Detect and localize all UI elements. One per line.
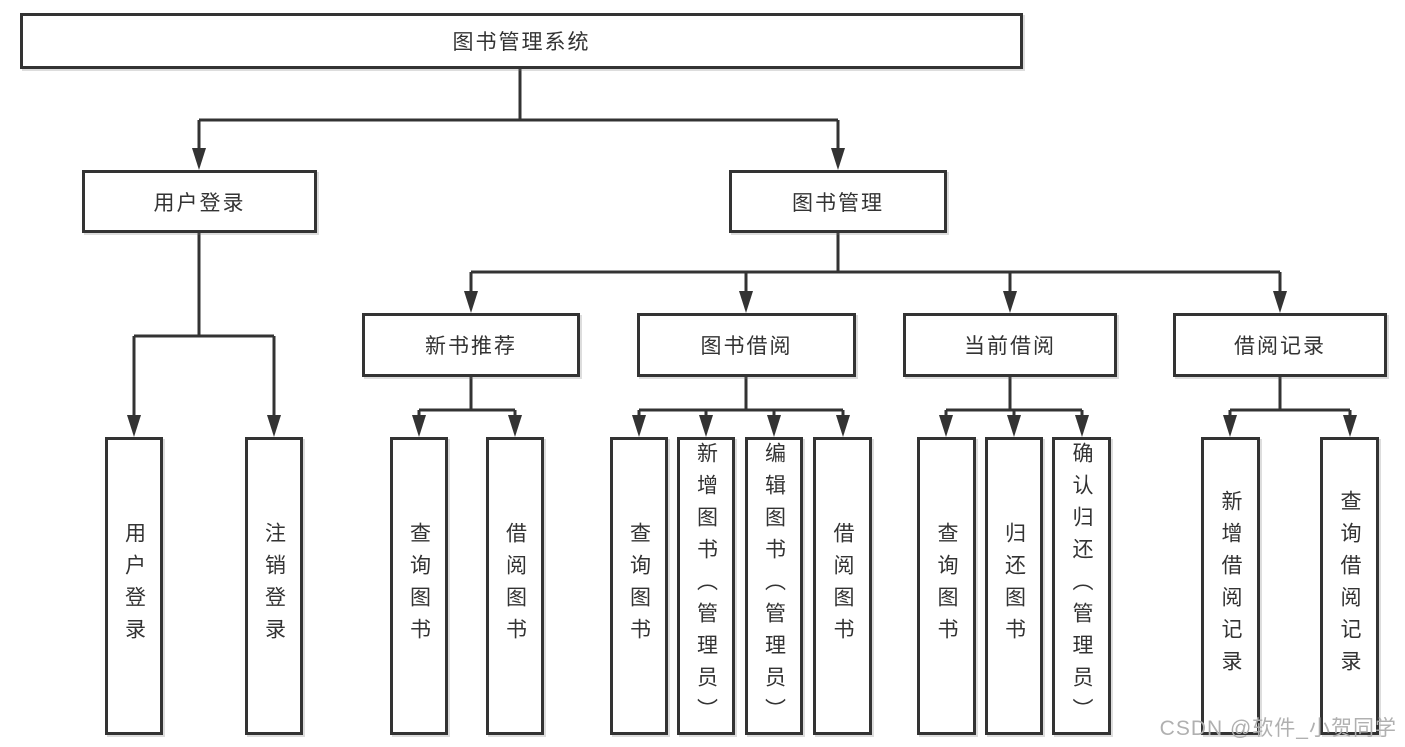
leaf-current-query-book: 查询图书 — [917, 437, 976, 735]
leaf-recommend-query-book-label: 查询图书 — [407, 522, 431, 650]
node-new-book-recommend: 新书推荐 — [362, 313, 580, 377]
leaf-add-book-admin-label: 新增图书（管理员） — [694, 442, 718, 730]
leaf-add-borrow-record-label: 新增借阅记录 — [1219, 490, 1242, 682]
node-current-borrow-label: 当前借阅 — [964, 335, 1056, 358]
leaf-recommend-borrow-book-label: 借阅图书 — [503, 522, 527, 650]
leaf-add-book-admin: 新增图书（管理员） — [677, 437, 735, 735]
node-root-label: 图书管理系统 — [452, 31, 591, 54]
leaf-borrow-query-book-label: 查询图书 — [627, 522, 651, 650]
leaf-return-book-label: 归还图书 — [1002, 522, 1026, 650]
leaf-confirm-return-admin-label: 确认归还（管理员） — [1070, 442, 1093, 730]
leaf-logout: 注销登录 — [245, 437, 303, 735]
leaf-borrow-query-book: 查询图书 — [610, 437, 668, 735]
leaf-recommend-query-book: 查询图书 — [390, 437, 448, 735]
watermark-text: CSDN @软件_小贺同学 — [1159, 717, 1397, 740]
leaf-borrow-book: 借阅图书 — [813, 437, 872, 735]
node-new-book-recommend-label: 新书推荐 — [425, 335, 517, 358]
leaf-edit-book-admin: 编辑图书（管理员） — [745, 437, 803, 735]
node-borrow-record: 借阅记录 — [1173, 313, 1387, 377]
leaf-borrow-book-label: 借阅图书 — [831, 522, 854, 650]
leaf-confirm-return-admin: 确认归还（管理员） — [1052, 437, 1111, 735]
leaf-return-book: 归还图书 — [985, 437, 1043, 735]
node-book-management: 图书管理 — [729, 170, 947, 233]
node-book-borrow: 图书借阅 — [637, 313, 856, 377]
node-borrow-record-label: 借阅记录 — [1234, 335, 1326, 358]
leaf-user-login-label: 用户登录 — [122, 522, 146, 650]
leaf-logout-label: 注销登录 — [262, 522, 286, 650]
leaf-edit-book-admin-label: 编辑图书（管理员） — [762, 442, 786, 730]
node-user-login-label: 用户登录 — [153, 191, 246, 215]
leaf-query-borrow-record: 查询借阅记录 — [1320, 437, 1379, 735]
node-current-borrow: 当前借阅 — [903, 313, 1117, 377]
node-book-borrow-label: 图书借阅 — [700, 335, 793, 358]
leaf-user-login: 用户登录 — [105, 437, 163, 735]
leaf-query-borrow-record-label: 查询借阅记录 — [1338, 490, 1361, 682]
leaf-add-borrow-record: 新增借阅记录 — [1201, 437, 1260, 735]
node-root: 图书管理系统 — [20, 13, 1023, 69]
node-book-management-label: 图书管理 — [792, 191, 884, 215]
leaf-current-query-book-label: 查询图书 — [935, 522, 958, 650]
node-user-login: 用户登录 — [82, 170, 317, 233]
leaf-recommend-borrow-book: 借阅图书 — [486, 437, 544, 735]
